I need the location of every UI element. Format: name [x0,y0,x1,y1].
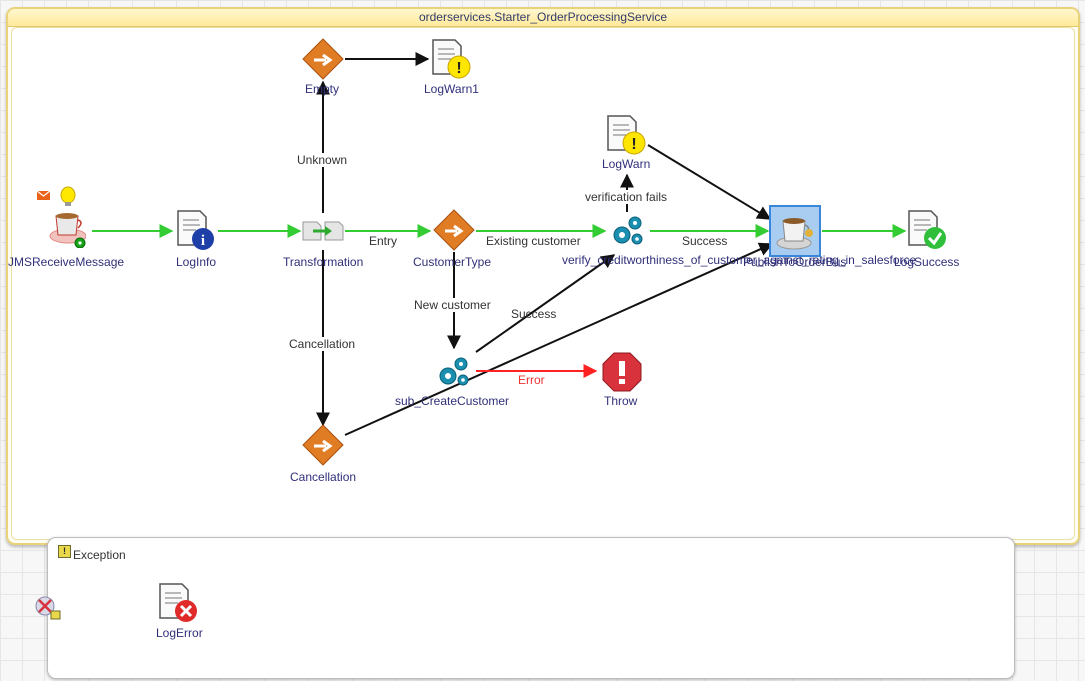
jms-receive-node[interactable] [36,186,87,249]
logwarn1-label: LogWarn1 [424,82,479,96]
edge-label-success-verify: Success [682,234,728,248]
cancellation-label: Cancellation [290,470,357,484]
catch-node[interactable] [33,594,63,622]
edge-cancellation-publish [344,242,774,436]
edge-label-existing-customer: Existing customer [486,234,581,248]
throw-node[interactable] [602,352,642,392]
edge-subcreate-verify [475,254,616,353]
edge-label-cancellation: Cancellation [289,337,356,351]
transformation-node[interactable] [301,218,347,244]
catch-all-icon [35,596,61,620]
log-warning-icon: ! [432,39,471,79]
loginfo-label: LogInfo [176,255,217,269]
exception-scope-icon: ! [58,545,71,558]
transformation-label: Transformation [283,255,364,269]
route-diamond-icon [302,424,344,466]
transformation-icon [302,221,344,241]
empty-label: Empty [305,82,340,96]
process-group[interactable]: orderservices.Starter_OrderProcessingSer… [6,7,1080,545]
log-info-icon: i [177,210,214,250]
cancellation-node[interactable] [302,424,344,466]
edge-label-entry: Entry [369,234,398,248]
coffee-cup-receiver-icon [36,186,87,249]
publish-label: PublishToOrderBus [743,255,847,269]
exception-group-label: Exception [73,548,126,562]
edge-label-error: Error [518,373,545,387]
route-diamond-icon [302,38,344,80]
svg-text:!: ! [631,136,636,153]
customertype-node[interactable] [433,209,475,251]
log-success-icon [908,210,946,249]
throw-label: Throw [604,394,638,408]
edge-logwarn-publish [647,144,772,220]
logsuccess-label: LogSuccess [894,255,960,269]
route-diamond-icon [433,209,475,251]
empty-node[interactable] [302,38,344,80]
verify-label: verify_creditworthiness_of_customer_agai… [562,254,916,267]
publish-node[interactable] [769,205,821,257]
throw-octagon-icon [602,352,642,392]
exception-group[interactable] [47,537,1015,679]
jms-receive-label: JMSReceiveMessage [8,255,125,269]
edge-label-verification-fails: verification fails [585,190,668,204]
process-canvas [11,27,1075,540]
log-error-icon [159,583,197,622]
logwarn-node[interactable]: ! [606,114,648,156]
logerror-label: LogError [156,626,203,640]
svg-text:!: ! [456,60,461,77]
svg-text:i: i [201,233,205,249]
verify-node[interactable] [610,213,646,247]
edge-label-new-customer: New customer [414,298,491,312]
logwarn-label: LogWarn [602,157,651,171]
logerror-node[interactable] [158,582,200,624]
logsuccess-node[interactable] [907,209,949,251]
subcreate-label: sub_CreateCustomer [395,394,510,408]
log-warning-icon: ! [607,115,646,155]
gear-subprocess-icon [439,357,469,386]
customertype-label: CustomerType [413,255,492,269]
edge-label-success-sub: Success [511,307,557,321]
gear-subprocess-icon [613,216,643,245]
logwarn1-node[interactable]: ! [431,38,473,80]
subcreate-node[interactable] [436,354,472,388]
coffee-cup-publisher-icon [776,218,813,250]
edge-label-unknown: Unknown [297,153,348,167]
loginfo-node[interactable]: i [176,209,216,251]
process-title: orderservices.Starter_OrderProcessingSer… [8,9,1078,27]
